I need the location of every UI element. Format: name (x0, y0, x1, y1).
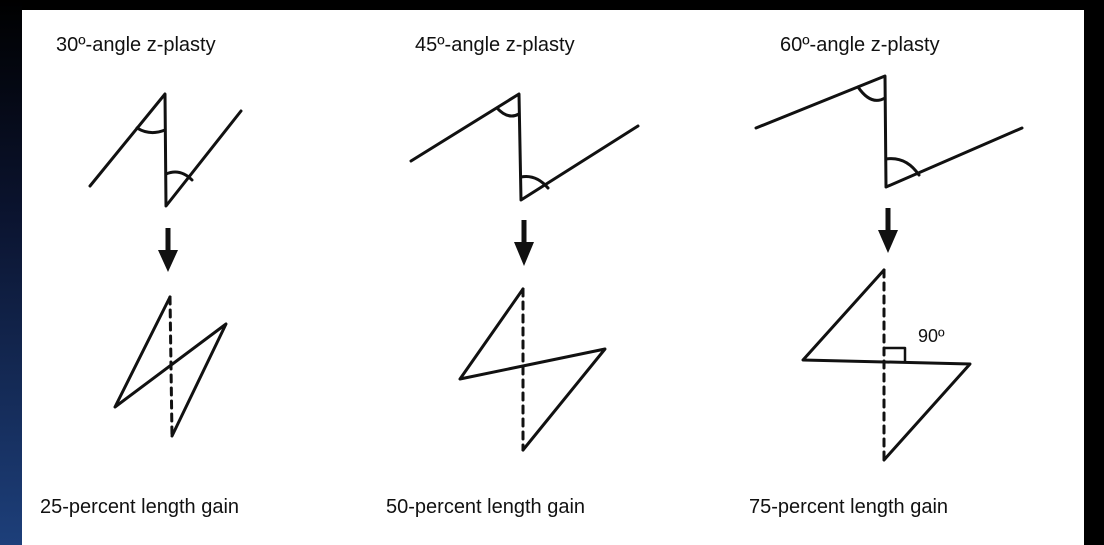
title-60-degree: 60º-angle z-plasty (780, 34, 940, 56)
z-incision-45-path (409, 92, 640, 202)
angle-arc-45-top (495, 106, 521, 118)
transposed-flaps-30-dashed-axis (168, 295, 174, 438)
z-incision-45 (409, 92, 640, 202)
transposed-flaps-60 (801, 268, 972, 462)
angle-arc-45-bottom (519, 175, 550, 190)
angle-arc-30-bottom (164, 170, 194, 182)
z-plasty-diagrams (88, 74, 1024, 462)
down-arrow-45 (514, 220, 534, 266)
transposed-flaps-60-path (801, 268, 972, 462)
gain-caption-30: 25-percent length gain (40, 496, 240, 518)
title-45-degree: 45º-angle z-plasty (415, 34, 575, 56)
z-incision-30-path (88, 92, 243, 208)
z-incision-30 (88, 92, 243, 208)
gain-caption-45: 50-percent length gain (386, 496, 586, 518)
right-angle-marker (882, 346, 907, 363)
transposed-flaps-45-path (458, 287, 607, 452)
diagram-panel: 30º-angle z-plasty 45º-angle z-plasty 60… (22, 10, 1084, 545)
down-arrow-60 (878, 208, 898, 253)
angle-arc-30-top (135, 126, 167, 135)
gain-caption-60: 75-percent length gain (749, 496, 949, 518)
transposed-flaps-30 (113, 295, 228, 438)
z-incision-60 (754, 74, 1024, 189)
left-edge-strip (0, 0, 22, 545)
angle-arc-60-bottom (884, 157, 921, 177)
title-30-degree: 30º-angle z-plasty (56, 34, 216, 56)
transposed-flaps-45 (458, 287, 607, 452)
down-arrow-30 (158, 228, 178, 272)
right-angle-label: 90º (918, 326, 945, 346)
z-incision-60-path (754, 74, 1024, 189)
angle-arc-60-top (856, 85, 887, 102)
